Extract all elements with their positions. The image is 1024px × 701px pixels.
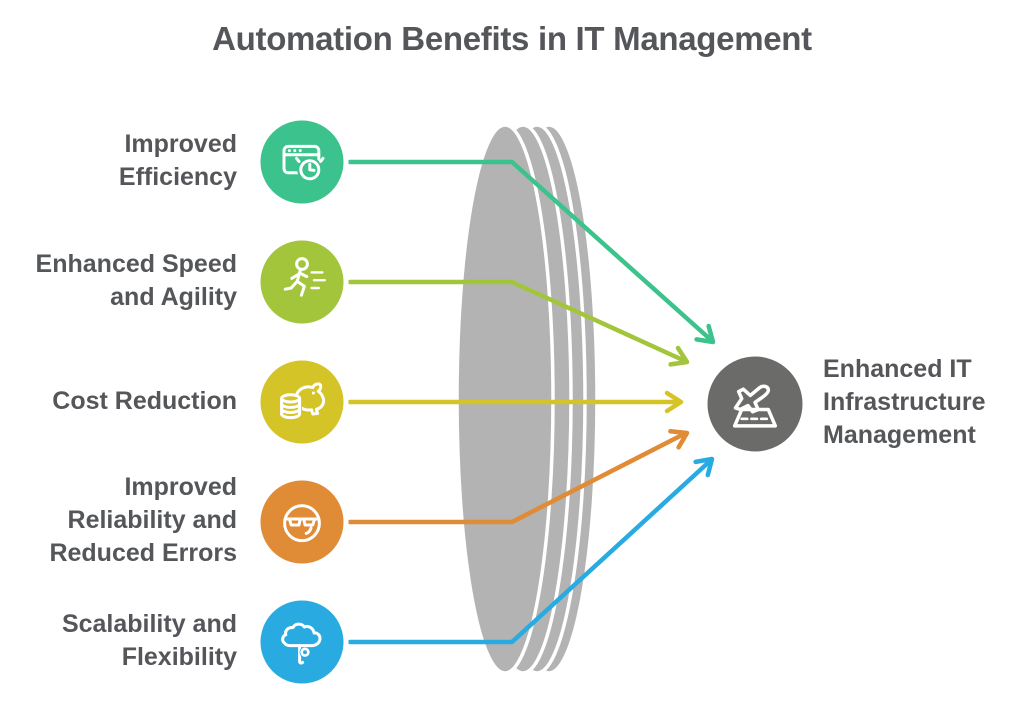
browser-clock-icon [282, 144, 325, 183]
circle-bg [255, 595, 349, 689]
lens-shape [455, 123, 599, 675]
benefit-label-cost-reduction: Cost Reduction [52, 387, 237, 415]
arrowhead-speed-agility [668, 345, 690, 367]
plane-takeoff-icon [732, 384, 778, 428]
benefit-circle-cost-reduction [255, 355, 349, 449]
cool-face-sunglasses-icon [283, 504, 321, 543]
runner-icon [283, 257, 327, 297]
benefit-label-improved-efficiency: Improved Efficiency [118, 130, 237, 191]
arrowhead-improved-efficiency [694, 323, 716, 345]
benefit-circle-scalability [255, 595, 349, 689]
outcome-circle-enhanced-it [702, 351, 808, 457]
benefit-circle-reliability [255, 475, 349, 569]
circle-bg [255, 235, 349, 329]
piggy-bank-savings-icon [280, 382, 326, 420]
page-title: Automation Benefits in IT Management [212, 20, 812, 57]
connector-improved-efficiency [347, 159, 714, 343]
arrowhead-cost-reduction [664, 390, 684, 414]
benefit-label-reliability: Improved Reliability and Reduced Errors [49, 473, 237, 567]
benefit-circle-speed-agility [255, 235, 349, 329]
connector-speed-agility [347, 279, 688, 364]
outcome-label: Enhanced IT Infrastructure Management [823, 355, 986, 449]
connector-arrows [347, 159, 716, 645]
lens-front-face [455, 123, 555, 675]
benefit-label-scalability: Scalability and Flexibility [61, 610, 237, 671]
cloud-icon [281, 622, 322, 665]
connector-scalability [347, 458, 713, 645]
arrowhead-scalability [693, 456, 715, 478]
benefit-circle-improved-efficiency [255, 115, 349, 209]
connector-reliability [347, 431, 687, 525]
benefit-label-speed-agility: Enhanced Speed and Agility [35, 250, 237, 311]
arrowhead-reliability [668, 429, 690, 450]
circle-bg [255, 475, 349, 569]
